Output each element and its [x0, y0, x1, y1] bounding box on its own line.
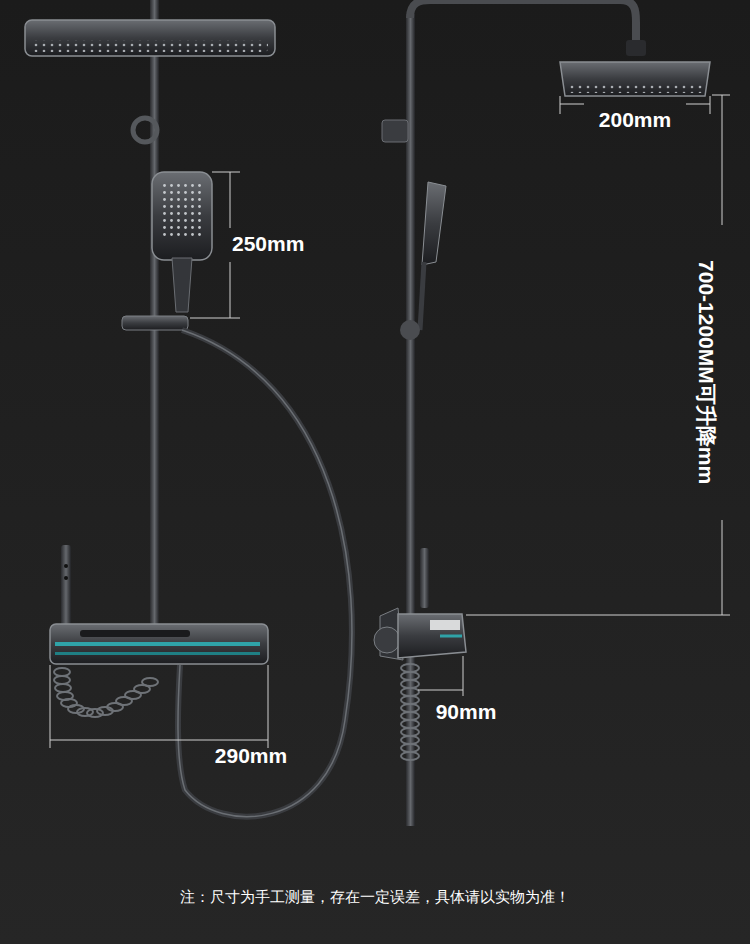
side-view [374, 0, 730, 826]
side-knob-wheel [374, 627, 400, 653]
side-slider [400, 320, 420, 340]
dimension-90 [418, 656, 463, 696]
dimension-label: 90mm [436, 700, 497, 724]
side-accent [440, 635, 462, 638]
side-nozzles [568, 84, 702, 93]
hose-highlight [178, 330, 352, 817]
shelf-slot [80, 630, 190, 637]
slider-bracket [122, 316, 188, 330]
thermostatic-shelf [50, 624, 268, 664]
spout [61, 545, 71, 627]
hand-shower-head [152, 172, 212, 260]
side-hand-shower [422, 182, 446, 265]
front-view [25, 0, 352, 817]
hand-shower-handle [172, 258, 192, 312]
side-top-head [560, 62, 710, 96]
head-joint [626, 40, 646, 56]
spout-hole [64, 564, 68, 568]
dimension-label: 200mm [599, 108, 671, 132]
dimension-label: 700-1200MM可升降mm [694, 260, 718, 484]
dimension-290 [50, 665, 268, 748]
shelf-accent [55, 642, 260, 646]
dimension-label: 250mm [232, 232, 304, 256]
dimension-height [466, 95, 730, 615]
nozzles [32, 40, 268, 52]
side-spring [401, 664, 419, 760]
side-spout [420, 548, 429, 608]
wall-bracket [133, 118, 157, 142]
side-shelf [398, 614, 466, 658]
side-handle [420, 262, 424, 330]
top-shower-head [25, 20, 275, 56]
shelf-accent [55, 652, 260, 655]
hand-nozzles [160, 180, 204, 240]
hose [178, 330, 352, 817]
spring-hose [54, 668, 158, 717]
side-bracket [382, 120, 408, 142]
note-text: 注：尺寸为手工测量，存在一定误差，具体请以实物为准！ [180, 888, 570, 905]
gooseneck-arm [410, 0, 636, 50]
spout-hole [64, 576, 68, 580]
dimension-label: 290mm [215, 744, 287, 768]
side-shelf-face [430, 620, 460, 630]
